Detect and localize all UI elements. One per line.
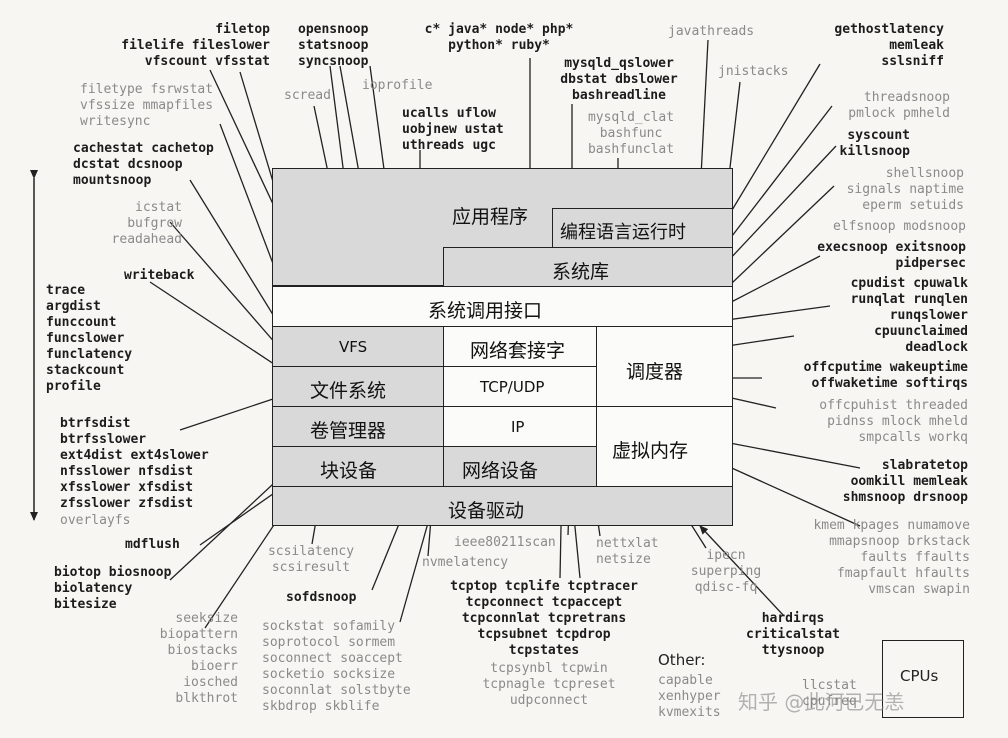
mysqlclat-group: mysqld_clat bashfunc bashfunclat bbox=[587, 110, 675, 157]
icstat-group: icstat bufgrow readahead bbox=[111, 200, 182, 247]
syslib-box bbox=[443, 247, 733, 287]
netdev-label: 网络设备 bbox=[462, 460, 539, 482]
biotop-group: biotop biosnoop biolatency bitesize bbox=[54, 565, 172, 612]
overlayfs-label: overlayfs bbox=[60, 513, 131, 528]
sockstat-group: sockstat sofamily soprotocol sormem soco… bbox=[262, 619, 411, 714]
sofdsnoop-label: sofdsnoop bbox=[286, 590, 357, 605]
cpus-box bbox=[882, 640, 964, 718]
tcpudp-box bbox=[443, 366, 597, 407]
syscount-group: syscount killsnoop bbox=[839, 128, 910, 159]
scheduler-label: 调度器 bbox=[626, 361, 684, 383]
filesystem-label: 文件系统 bbox=[310, 380, 387, 402]
gethostlatency-group: gethostlatency memleak sslsniff bbox=[834, 22, 944, 69]
arrow-icstat-vfs bbox=[169, 221, 291, 361]
filesystem-box bbox=[272, 366, 444, 407]
cpus-label: CPUs bbox=[900, 667, 939, 685]
elfsnoop-label: elfsnoop modsnoop bbox=[832, 219, 966, 234]
blockdev-label: 块设备 bbox=[320, 460, 378, 482]
ip-label: IP bbox=[511, 418, 525, 436]
offcpu-group: offcputime wakeuptime offwaketime softir… bbox=[803, 360, 968, 391]
arrow-writeback-fs bbox=[149, 281, 287, 373]
seeksize-group: seeksize biopattern biostacks bioerr ios… bbox=[159, 611, 238, 706]
writeback-label: writeback bbox=[124, 268, 195, 283]
cpudist-group: cpudist cpuwalk runqlat runqlen runqslow… bbox=[850, 276, 968, 355]
vfs-label: VFS bbox=[339, 338, 368, 356]
tcptop-group: tcptop tcplife tcptracer tcpconnect tcpa… bbox=[450, 579, 638, 658]
ioprofile-label: ioprofile bbox=[362, 78, 433, 93]
socket-box bbox=[443, 326, 597, 367]
vmem-label: 虚拟内存 bbox=[612, 440, 689, 462]
mdflush-label: mdflush bbox=[125, 537, 180, 552]
tcpudp-label: TCP/UDP bbox=[480, 378, 545, 396]
syslib-label: 系统库 bbox=[552, 261, 610, 283]
execsnoop-group: execsnoop exitsnoop pidpersec bbox=[817, 240, 966, 271]
ipecn-group: ipecn superping qdisc-fq bbox=[690, 548, 762, 595]
offcpuhist-group: offcpuhist threaded pidnss mlock mheld s… bbox=[819, 398, 968, 445]
arrow-slab-vmem bbox=[713, 437, 861, 469]
kmem-group: kmem kpages numamove mmapsnoop brkstack … bbox=[813, 518, 970, 597]
volmgr-label: 卷管理器 bbox=[310, 420, 387, 442]
syscall-label: 系统调用接口 bbox=[428, 300, 543, 322]
other-group: capable xenhyper kvmexits bbox=[658, 673, 721, 720]
arrow-kmem-vmem bbox=[713, 459, 861, 527]
nettxlat-group: nettxlat netsize bbox=[596, 536, 659, 567]
cachestat-group: cachestat cachetop dcstat dcsnoop mounts… bbox=[73, 141, 214, 188]
watermark: 知乎 @此河已无恙 bbox=[738, 690, 905, 714]
llcstat-group: llcstat cpufreq bbox=[802, 678, 857, 709]
slabratetop-group: slabratetop oomkill memleak shmsnoop drs… bbox=[842, 458, 968, 505]
ucalls-group: ucalls uflow uobjnew ustat uthreads ugc bbox=[402, 106, 504, 153]
hardirqs-group: hardirqs criticalstat ttysnoop bbox=[746, 611, 840, 658]
arrow-biotop-blk bbox=[169, 471, 287, 581]
javathreads-label: javathreads bbox=[668, 24, 755, 39]
opensnoop-group: opensnoop statsnoop syncsnoop bbox=[298, 22, 369, 69]
arrow-btrfs-fs bbox=[179, 394, 283, 431]
scread-label: scread bbox=[284, 88, 331, 103]
shellsnoop-group: shellsnoop signals naptime eperm setuids bbox=[846, 166, 964, 213]
mysql-group: mysqld_qslower dbstat dbslower bashreadl… bbox=[560, 56, 678, 103]
trace-group: trace argdist funccount funcslower funcl… bbox=[46, 283, 133, 394]
lang-runtime-box bbox=[552, 208, 733, 248]
filetop-group: filetop filelife fileslower vfscount vfs… bbox=[121, 22, 270, 69]
drivers-box bbox=[272, 486, 733, 526]
filetype-group: filetype fsrwstat vfssize mmapfiles writ… bbox=[80, 82, 214, 129]
arrow-hardirqs-drivers bbox=[699, 525, 785, 617]
threadsnoop-group: threadsnoop pmlock pmheld bbox=[848, 90, 950, 121]
jnistacks-label: jnistacks bbox=[718, 64, 789, 79]
other-title: Other: bbox=[658, 651, 706, 669]
scheduler-box bbox=[596, 326, 733, 407]
ip-box bbox=[443, 406, 597, 447]
socket-label: 网络套接字 bbox=[470, 340, 566, 362]
volmgr-box bbox=[272, 406, 444, 447]
nvmelatency-label: nvmelatency bbox=[422, 555, 509, 570]
btrfs-group: btrfsdist btrfsslower ext4dist ext4slowe… bbox=[60, 416, 209, 511]
app-label: 应用程序 bbox=[452, 206, 529, 228]
tcpsynbl-group: tcpsynbl tcpwin tcpnagle tcpreset udpcon… bbox=[482, 661, 616, 708]
drivers-label: 设备驱动 bbox=[448, 500, 525, 522]
scsilatency-group: scsilatency scsiresult bbox=[267, 544, 355, 575]
ieee80211scan-label: ieee80211scan bbox=[454, 535, 556, 550]
langs-group: c* java* node* php* python* ruby* bbox=[424, 22, 574, 53]
lang-runtime-label: 编程语言运行时 bbox=[560, 222, 686, 243]
syscall-layer bbox=[272, 286, 733, 327]
